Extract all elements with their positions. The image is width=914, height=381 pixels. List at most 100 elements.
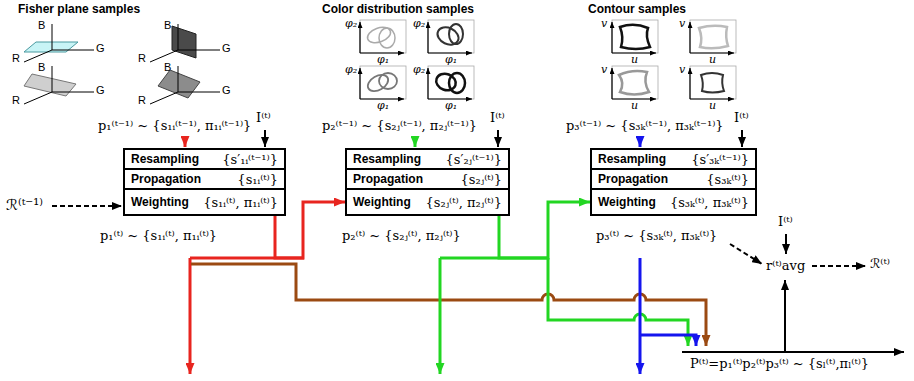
contour-plot [611,22,612,53]
color-distribution-plot [359,22,360,53]
math-label: I⁽ᵗ⁾ [778,214,793,229]
table-row: Propagation {s₁ᵢ⁽ᵗ⁾} [123,168,286,190]
fisher-plane [24,92,52,104]
step-name: Propagation [598,172,668,186]
axis-label: B [38,61,45,73]
output-wire [812,265,866,267]
axis-label: u [709,53,716,66]
color-distribution-plot [360,20,406,53]
sample-set: {s₁ᵢ⁽ᵗ⁾, π₁ᵢ⁽ᵗ⁾} [203,195,278,210]
input-arrow [497,130,499,147]
color-distribution-plot [365,71,391,94]
axis-label: R [138,52,146,64]
math-label: I⁽ᵗ⁾ [734,110,749,125]
fisher-plane [150,66,220,104]
contour-plot [690,20,736,53]
sample-set: {s₁ᵢ⁽ᵗ⁾} [237,172,278,187]
math-label: p₃⁽ᵗ⁻¹⁾ ~ {s₃ₖ⁽ᵗ⁻¹⁾, π₃ₖ⁽ᵗ⁻¹⁾} [566,118,724,133]
color-distribution-plot [359,68,360,99]
fisher-plane [150,66,220,104]
math-label: ℛ⁽ᵗ⁻¹⁾ [6,196,43,214]
axis-label: G [222,84,231,96]
math-label: r⁽ᵗ⁾avg [766,258,805,273]
axis-label: R [138,94,146,106]
table-row: Weighting{s₁ᵢ⁽ᵗ⁾, π₁ᵢ⁽ᵗ⁾} [123,188,286,216]
contour-plot [690,66,736,99]
axis-label: G [222,42,231,54]
color-distribution-plot [427,22,428,53]
contour-plot [620,25,650,49]
fisher-plane [52,50,94,51]
sample-set: {s₃ₖ⁽ᵗ⁾} [706,172,749,187]
math-label: p₃⁽ᵗ⁾ ~ {s₃ₖ⁽ᵗ⁾, π₃ₖ⁽ᵗ⁾} [596,228,717,243]
sample-set: {s′₃ₖ⁽ᵗ⁻¹⁾} [691,152,749,167]
step-name: Propagation [353,172,423,186]
math-label: I⁽ᵗ⁾ [256,110,271,125]
axis-label: G [96,84,105,96]
axis-label: φ₁ [377,53,389,66]
fisher-plane [52,92,94,93]
output-wire [189,258,192,374]
axis-label: G [96,42,105,54]
step-name: Resampling [131,152,199,166]
fisher-plane [52,66,53,92]
sample-set: {s₃ₖ⁽ᵗ⁾, π₃ₖ⁽ᵗ⁾} [670,195,749,210]
contour-plot [699,26,728,49]
axis-label: u [631,53,638,66]
contour-plot [689,22,690,53]
fisher-plane [24,24,94,62]
axis-label: φ₂ [345,63,357,76]
output-wire [639,258,642,374]
fisher-plane [52,24,53,50]
fisher-plane [178,50,220,51]
table-row: Resampling {s′₃ₖ⁽ᵗ⁻¹⁾} [590,148,757,170]
color-distribution-plot [360,20,406,53]
sample-set: {s′₂ⱼ⁽ᵗ⁻¹⁾} [446,152,502,167]
step-name: Weighting [598,195,656,209]
sample-set: {s₂ⱼ⁽ᵗ⁾, π₂ⱼ⁽ᵗ⁾} [426,195,503,210]
math-label: P⁽ᵗ⁾=p₁⁽ᵗ⁾p₂⁽ᵗ⁾p₃⁽ᵗ⁾ ~ {sₗ⁽ᵗ⁾,πₗ⁽ᵗ⁾} [690,356,869,371]
fisher-plane [150,24,220,62]
contour-plot [690,20,736,53]
flow-connector [499,202,590,258]
axis-label: v [679,63,685,76]
axis-label: φ₁ [445,53,457,66]
sample-set: {s′₁ᵢ⁽ᵗ⁻¹⁾} [222,152,278,167]
step-name: Resampling [598,152,666,166]
math-label: p₂⁽ᵗ⁻¹⁾ ~ {s₂ⱼ⁽ᵗ⁻¹⁾, π₂ⱼ⁽ᵗ⁻¹⁾} [322,118,477,133]
color-distribution-plot [379,28,395,48]
fisher-plane [150,24,220,62]
contour-plot [690,66,736,99]
fisher-plane [150,50,178,62]
table-row: Propagation {s₂ⱼ⁽ᵗ⁾} [345,168,510,190]
axis-label: v [601,17,607,30]
contour-plot [701,73,724,93]
fisher-plane [150,92,178,104]
axis-label: u [631,99,638,112]
output-wire [439,258,442,374]
input-arrow [414,138,417,147]
color-distribution-plot [428,66,474,99]
color-distribution-plot [360,66,406,99]
math-label: I⁽ᵗ⁾ [490,110,505,125]
axis-label: φ₁ [445,99,457,112]
color-distribution-plot [449,73,465,93]
output-wire [191,264,706,346]
math-label: ℛ⁽ᵗ⁾ [870,256,890,271]
table-row: Resampling{s′₂ⱼ⁽ᵗ⁻¹⁾} [345,148,510,170]
output-wire [730,244,762,264]
step-name: Propagation [131,172,201,186]
fisher-plane [24,66,94,104]
color-distribution-plot [428,20,474,53]
axis-label: u [709,99,716,112]
input-arrow [639,138,642,147]
axis-label: R [12,94,20,106]
fisher-plane [158,70,200,98]
sample-set: {s₂ⱼ⁽ᵗ⁾} [461,172,502,187]
color-distribution-plot [428,20,474,53]
output-wire [548,258,688,346]
output-wire [682,351,904,353]
axis-label: φ₂ [413,63,425,76]
axis-label: v [679,17,685,30]
contour-plot [612,66,658,99]
